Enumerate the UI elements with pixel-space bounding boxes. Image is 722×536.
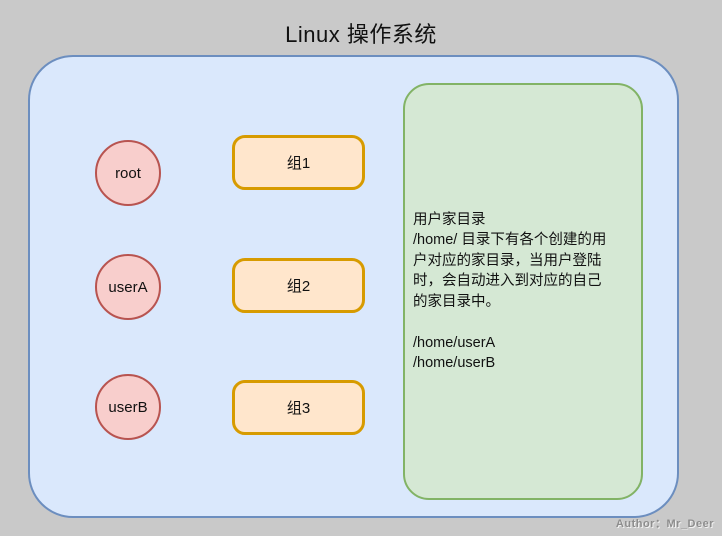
- diagram-title: Linux 操作系统: [285, 22, 437, 47]
- group-node-2: 组2: [232, 258, 365, 313]
- group-node-3: 组3: [232, 380, 365, 435]
- user-node-usera: userA: [95, 254, 161, 320]
- user-node-root: root: [95, 140, 161, 206]
- group-node-1: 组1: [232, 135, 365, 190]
- user-node-userb: userB: [95, 374, 161, 440]
- home-directory-note-text: 用户家目录 /home/ 目录下有各个创建的用 户对应的家目录，当用户登陆 时，…: [413, 211, 607, 372]
- home-directory-note-panel: 用户家目录 /home/ 目录下有各个创建的用 户对应的家目录，当用户登陆 时，…: [403, 83, 643, 500]
- author-watermark: Author：Mr_Deer: [615, 518, 714, 530]
